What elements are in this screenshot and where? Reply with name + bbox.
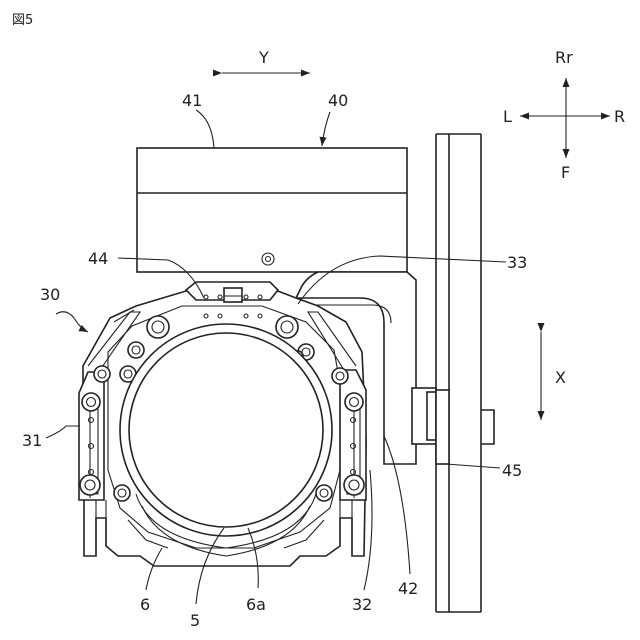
workpiece-5 (120, 324, 332, 536)
x-axis-label: X (555, 368, 566, 387)
compass-right-label: R (614, 107, 625, 126)
y-axis-label: Y (258, 48, 269, 67)
ref-41: 41 (182, 91, 202, 110)
mount-plate-45 (412, 388, 449, 464)
ref-45: 45 (502, 461, 522, 480)
ref-6a: 6a (246, 595, 266, 614)
ref-31: 31 (22, 431, 42, 450)
compass-front-label: F (561, 163, 570, 182)
ref-42: 42 (398, 579, 418, 598)
ref-6: 6 (140, 595, 150, 614)
ref-33: 33 (507, 253, 527, 272)
direction-compass (520, 78, 610, 158)
figure-title: 図5 (12, 13, 33, 28)
compass-rear-label: Rr (555, 48, 573, 67)
compass-left-label: L (503, 107, 512, 126)
block-40 (137, 148, 407, 272)
rail-shaft (481, 410, 494, 444)
ref-40: 40 (328, 91, 348, 110)
ref-44: 44 (88, 249, 108, 268)
ref-5: 5 (190, 611, 200, 630)
ref-32: 32 (352, 595, 372, 614)
ref-30: 30 (40, 285, 60, 304)
rail (436, 134, 481, 612)
